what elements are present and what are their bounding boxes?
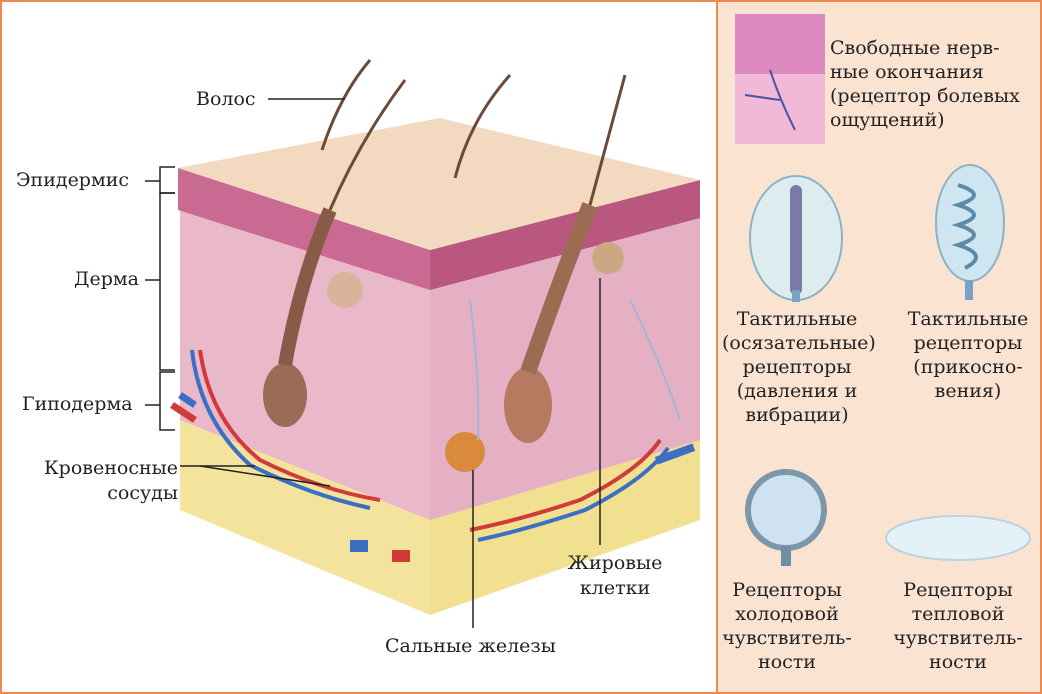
dermis-label: Дерма xyxy=(74,267,139,292)
cold-receptor-image xyxy=(748,472,824,566)
heat-receptor-image xyxy=(886,516,1030,560)
tactile-touch-label: Тактильные рецепторы (прикосно- вения) xyxy=(896,307,1040,403)
hair-follicle-left xyxy=(263,363,307,427)
dermis-bracket xyxy=(160,193,175,370)
free-nerve-endings-label: Свободные нерв- ные окончания (рецептор … xyxy=(830,36,1035,132)
free-nerve-endings-image xyxy=(735,14,825,144)
epidermis-bracket xyxy=(160,167,175,193)
hair-follicle-right xyxy=(504,367,552,443)
tactile-touch-receptor-image xyxy=(936,165,1004,300)
fat-cells-label: Жировые клетки xyxy=(560,551,670,601)
tactile-pressure-label: Тактильные (осязательные) рецепторы (дав… xyxy=(722,307,872,427)
epidermis-label: Эпидермис xyxy=(16,168,129,193)
cold-receptor-label: Рецепторы холодовой чувствитель- ности xyxy=(722,578,852,674)
blood-vessels-label: Кровеносные сосуды xyxy=(28,456,178,506)
heat-receptor-label: Рецепторы тепловой чувствитель- ности xyxy=(890,578,1026,674)
hypodermis-label: Гиподерма xyxy=(22,392,133,417)
sebaceous-gland-3 xyxy=(327,272,363,308)
sebaceous-glands-label: Сальные железы xyxy=(385,634,556,659)
hair-label: Волос xyxy=(196,87,256,112)
sebaceous-gland-2 xyxy=(592,242,624,274)
tactile-pressure-receptor-image xyxy=(750,176,842,302)
hypodermis-bracket xyxy=(160,372,175,430)
